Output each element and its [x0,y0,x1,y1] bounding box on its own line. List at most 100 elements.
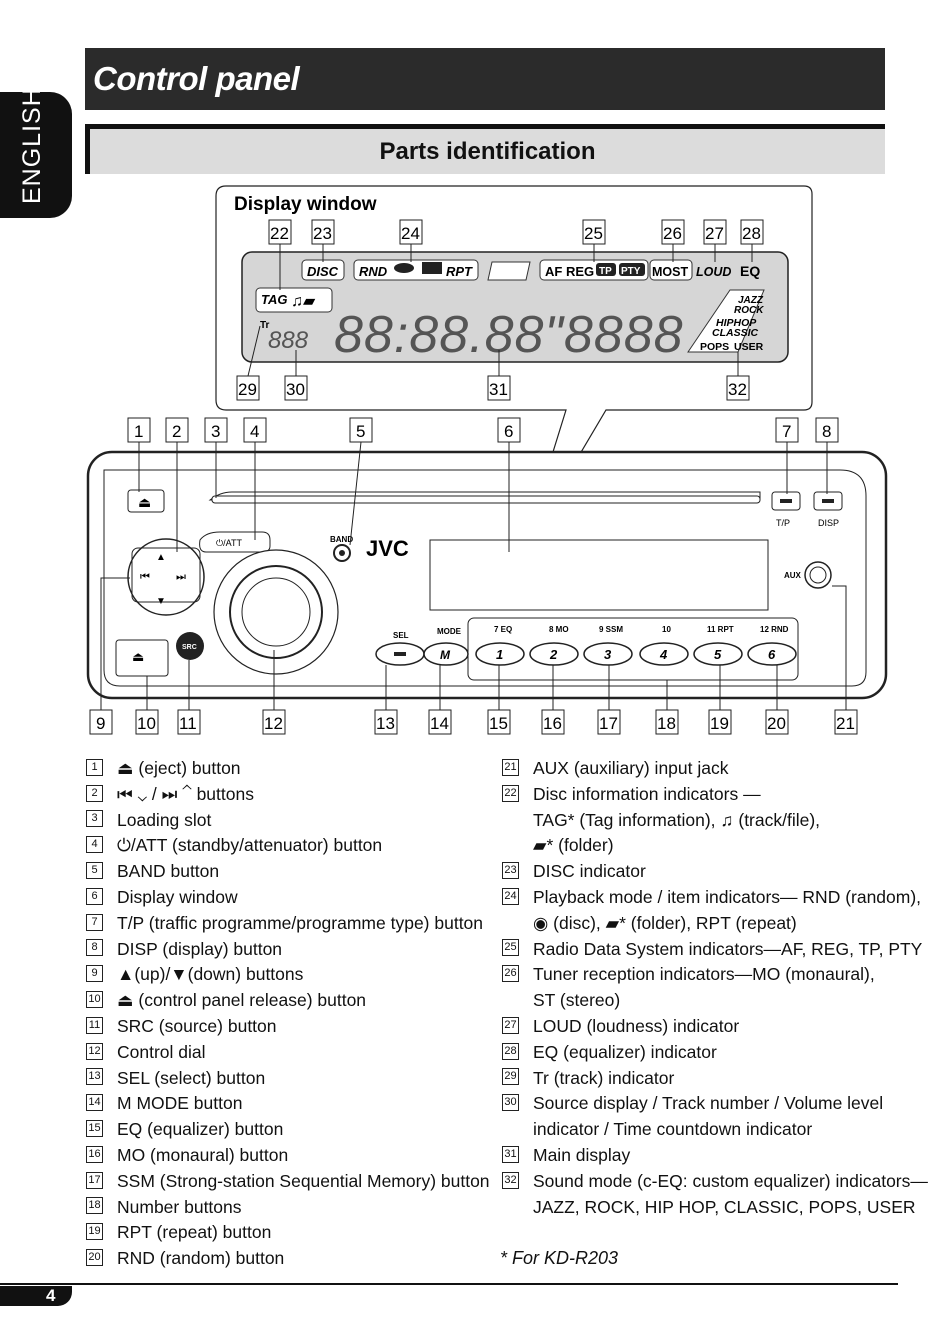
item-number: 5 [86,862,103,880]
att-button[interactable] [199,531,271,553]
preset-button-3[interactable] [583,642,633,666]
item-number: 8 [86,939,103,957]
page-number: 4 [46,1286,56,1305]
item-text: TAG* (Tag information), ♫ (track/file), [533,809,821,830]
down-icon: ▼ [156,596,166,607]
item-text: SRC (source) button [117,1015,277,1036]
svg-text:9: 9 [96,714,105,733]
release-icon: ⏏ [132,649,144,664]
preset-labels: 7 EQ 8 MO 9 SSM 10 11 RPT 12 RND [494,625,789,634]
parts-list-item: JAZZ, ROCK, HIP HOP, CLASSIC, POPS, USER [502,1195,928,1221]
reg-indicator: REG [566,264,594,279]
item-number: 25 [502,939,519,957]
rpt-indicator: RPT [446,264,473,279]
loading-slot [211,495,761,504]
svg-text:10: 10 [137,714,156,733]
preset-button-5[interactable] [693,642,743,666]
unit-display-window [429,539,769,611]
bottom-rule [0,1283,898,1285]
item-text: Source display / Track number / Volume l… [533,1093,884,1114]
item-text: M MODE button [117,1093,243,1114]
parts-list-item: 1⏏ (eject) button [86,756,490,782]
svg-text:13: 13 [376,714,395,733]
preset-button-1[interactable] [475,642,525,666]
svg-text:17: 17 [599,714,618,733]
svg-text:31: 31 [489,380,508,399]
svg-text:6: 6 [768,647,776,662]
pty-indicator: PTY [621,266,641,277]
svg-text:1: 1 [496,647,503,662]
aux-label: AUX [784,571,802,580]
direction-pad[interactable] [127,538,205,616]
svg-text:20: 20 [767,714,786,733]
svg-text:21: 21 [836,714,855,733]
disc-icon [394,263,414,273]
svg-text:8 MO: 8 MO [549,625,569,634]
preset-button-4[interactable] [639,642,689,666]
att-label: ⏻/ATT [216,538,242,548]
tr-indicator: Tr [260,320,270,331]
band-label: BAND [330,535,353,544]
title-bar: Control panel [85,48,885,110]
footnote: * For KD-R203 [500,1248,619,1268]
svg-text:7: 7 [782,422,791,441]
svg-text:16: 16 [543,714,562,733]
item-number: 27 [502,1016,519,1034]
preset-button-6[interactable] [747,642,797,666]
src-button[interactable] [176,632,204,660]
item-text: LOUD (loudness) indicator [533,1015,740,1036]
parts-list-item: 4⏻/ATT (standby/attenuator) button [86,833,490,859]
item-number: 24 [502,887,519,905]
svg-text:11: 11 [179,714,197,733]
item-text: Tuner reception indicators—MO (monaural)… [533,964,875,985]
item-text: JAZZ, ROCK, HIP HOP, CLASSIC, POPS, USER [533,1196,916,1217]
item-number: 10 [86,991,103,1009]
unit-bottom-number-boxes: 9 10 11 12 13 14 15 16 17 18 19 20 21 [89,709,858,735]
svg-text:19: 19 [710,714,729,733]
svg-text:27: 27 [705,224,724,243]
loud-indicator: LOUD [696,265,731,279]
src-label: SRC [182,644,197,651]
preset-button-2[interactable] [529,642,579,666]
item-text: ⏮ ⌄ / ⏭ ⌃ buttons [117,783,254,804]
parts-list-item: ▰* (folder) [502,833,928,859]
item-text: Display window [117,886,238,907]
item-text: EQ (equalizer) button [117,1119,284,1140]
item-number: 32 [502,1171,519,1189]
item-number: 7 [86,913,103,931]
svg-text:14: 14 [430,714,449,733]
item-text: ⏻/ATT (standby/attenuator) button [117,835,383,856]
mode-label: MODE [437,627,462,636]
item-text: Disc information indicators — [533,783,761,804]
item-text: EQ (equalizer) indicator [533,1041,717,1062]
item-text: MO (monaural) button [117,1144,289,1165]
main-display: 88:88.88"8888 [334,306,684,364]
svg-text:25: 25 [584,224,603,243]
eject-button[interactable] [127,489,165,513]
item-number: 21 [502,758,519,776]
parts-list-item: TAG* (Tag information), ♫ (track/file), [502,808,928,834]
item-text: Tr (track) indicator [533,1067,675,1088]
item-text: Control dial [117,1041,206,1062]
item-number: 19 [86,1223,103,1241]
section-title: Parts identification [379,138,596,165]
item-number: 14 [86,1094,103,1112]
svg-text:11 RPT: 11 RPT [707,625,734,634]
release-button[interactable] [115,639,169,677]
